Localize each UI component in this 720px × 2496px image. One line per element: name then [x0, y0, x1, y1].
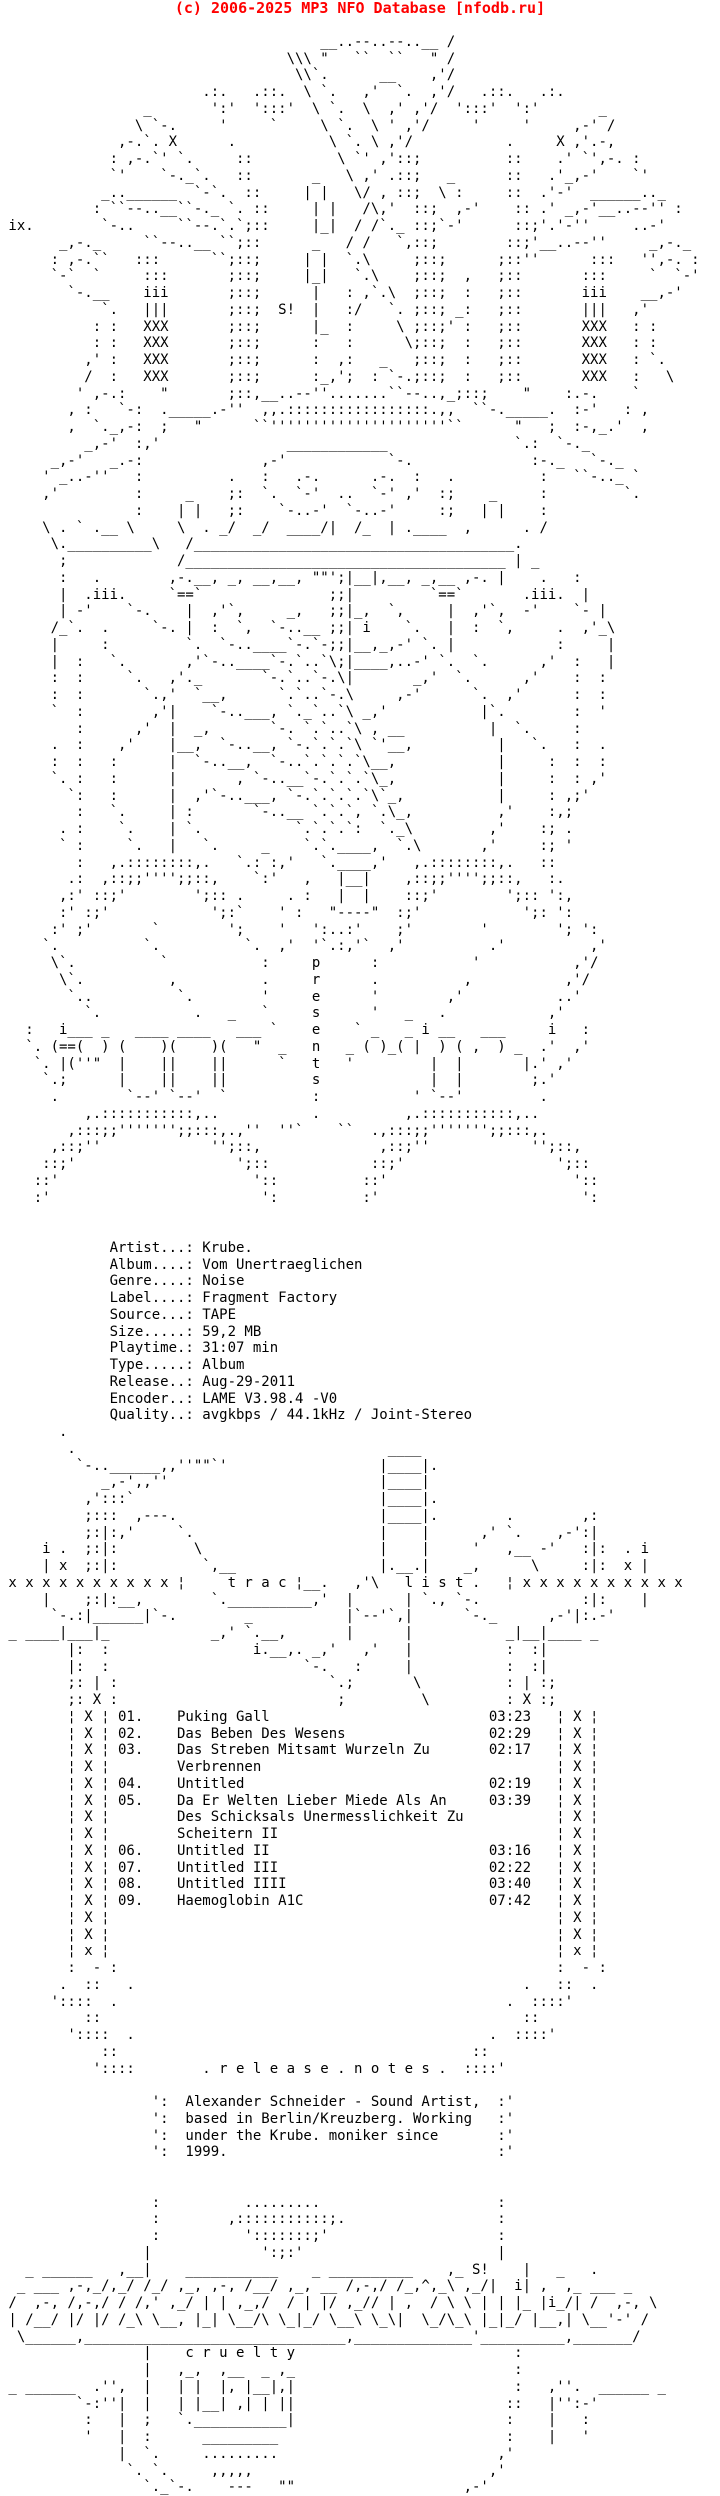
nfodb-copyright-header: (c) 2006-2025 MP3 NFO Database [nfodb.ru… — [174, 0, 546, 17]
nfo-ascii-document: __..--..--..__ / \\\ " `` `` " / \\`. __… — [8, 33, 700, 2496]
